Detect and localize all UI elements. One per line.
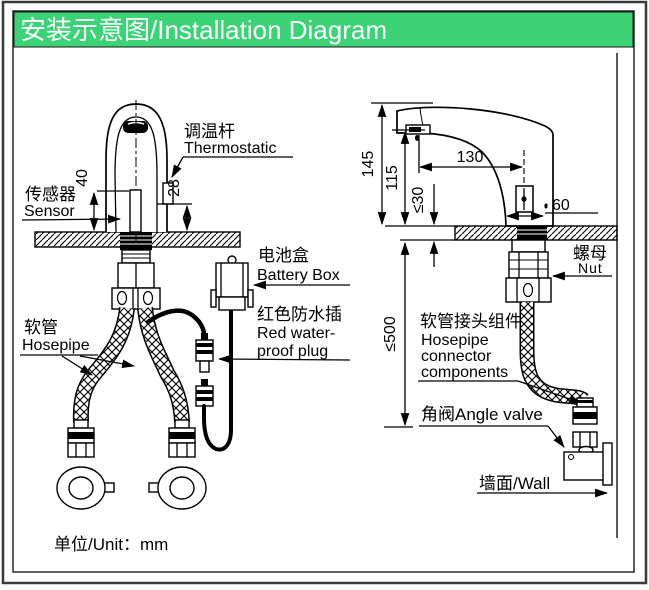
battery-box-label-zh: 电池盒 [258,246,309,265]
page-title: 安装示意图/Installation Diagram [20,15,387,45]
thermostatic-label-en: Thermostatic [184,140,276,157]
dim-counter-thickness: ≤30 [410,184,439,267]
nut-label: 螺母 Nut [551,244,612,281]
hose-connector-label-en2: connector [421,348,492,365]
battery-box-label: 电池盒 Battery Box [252,246,350,290]
thermostatic-label: 调温杆 Thermostatic [171,122,293,178]
sensor-cable [145,308,233,452]
waterproof-plug-lower [195,385,214,407]
right-shank [505,239,552,303]
dim-sensor-height: 40 [74,169,129,232]
left-diagram: 40 28 传感器 Sensor 调温杆 Thermostatic [20,100,351,510]
hose-connector-label-zh: 软管接头组件 [420,312,522,331]
right-diagram: 145 115 130 ≤30 60 ≤ [360,102,618,498]
dim-60-label: 60 [552,197,570,214]
red-plug-label-zh: 红色防水插 [257,305,342,324]
wall-flange [602,442,613,486]
dim-28-label: 28 [166,179,183,197]
red-plug-label-en2: proof plug [257,343,328,360]
red-plug-label-en1: Red water- [257,325,335,342]
dim-base-width: 60 [505,197,598,221]
nut-label-zh: 螺母 [573,244,607,263]
sensor-label: 传感器 Sensor [21,185,122,224]
dim-total-height: 145 [360,102,433,226]
content-border [12,10,635,573]
nut-label-en: Nut [578,260,603,276]
dim-500-label: ≤500 [382,316,399,352]
hosepipe-label: 软管 Hosepipe [20,318,136,376]
angle-valve-label-text: 角阀Angle valve [421,405,543,424]
wall-label-text: 墙面/Wall [479,474,550,493]
right-hose [519,302,589,407]
left-hoses [72,306,190,423]
hose-connector-label-en3: components [421,364,508,381]
dim-30-label: ≤30 [410,187,427,214]
dim-115-label: 115 [384,165,401,191]
unit-note: 单位/Unit：mm [54,535,168,554]
red-plug-label: 红色防水插 Red water- proof plug [217,305,351,364]
sensor-label-zh: 传感器 [25,185,76,204]
left-faucet-body [105,100,192,246]
hose-connector-label-en1: Hosepipe [421,332,489,349]
hose-connector-label: 软管接头组件 Hosepipe connector components [418,312,583,404]
left-countertop [34,231,241,250]
right-countertop [385,225,618,241]
dim-thermostatic-height: 28 [166,179,192,232]
battery-wire [202,309,233,452]
hosepipe-label-zh: 软管 [24,318,58,337]
dim-hose-length: ≤500 [382,241,413,428]
dim-reach: 130 [418,135,524,173]
water-drop [415,135,419,141]
battery-box [210,255,254,311]
sensor-rod [129,189,142,233]
dim-40-label: 40 [74,169,91,187]
dim-145-label: 145 [360,151,377,178]
dim-spout-height: 115 [384,129,425,226]
mounting-nut [508,251,549,279]
left-shank [111,249,161,310]
thermostatic-label-zh: 调温杆 [184,122,235,141]
hosepipe-label-en: Hosepipe [22,337,90,354]
dim-130-label: 130 [457,149,484,166]
angle-valve-label: 角阀Angle valve [419,405,565,448]
wall-label: 墙面/Wall [477,474,609,498]
left-hose-end-right [148,419,207,510]
sensor-label-en: Sensor [24,203,75,220]
left-hose-end-left [56,419,115,510]
battery-box-label-en: Battery Box [257,267,340,284]
header-bar: 安装示意图/Installation Diagram [13,11,634,48]
angle-valve [563,397,613,486]
